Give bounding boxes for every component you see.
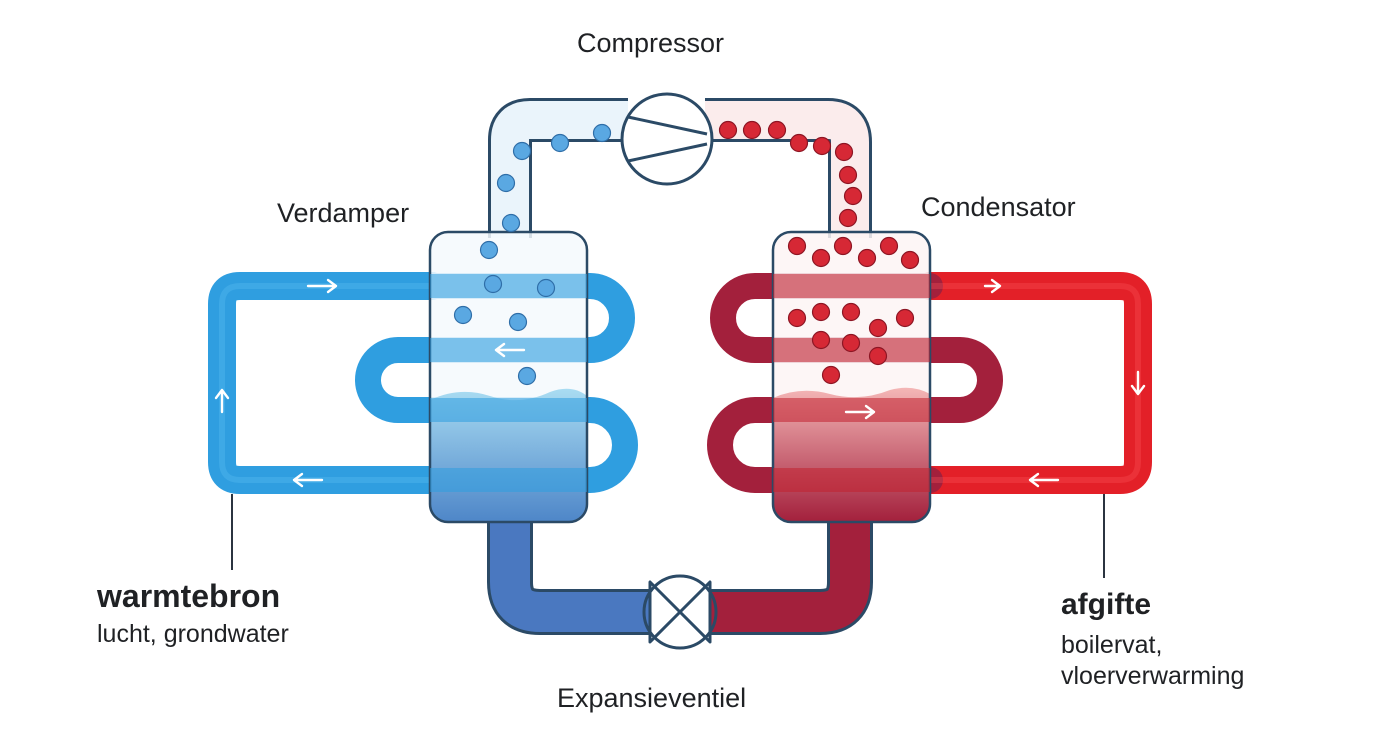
refrigerant-bubble: [811, 248, 831, 268]
refrigerant-bubble: [453, 305, 473, 325]
refrigerant-bubble: [812, 136, 832, 156]
refrigerant-bubble: [841, 333, 861, 353]
refrigerant-bubble: [843, 186, 863, 206]
refrigerant-bubble: [868, 318, 888, 338]
refrigerant-bubble: [879, 236, 899, 256]
expansion-valve-label: Expansieventiel: [557, 683, 747, 713]
cold-refrigerant-bubbles: [453, 123, 612, 386]
condenser-label: Condensator: [921, 192, 1076, 222]
refrigerant-bubble: [517, 366, 537, 386]
heat-output-subtitle: boilervat, vloerverwarming: [1061, 630, 1361, 692]
refrigerant-bubble: [838, 165, 858, 185]
heat-source-subtitle: lucht, grondwater: [97, 620, 289, 648]
refrigerant-bubble: [496, 173, 516, 193]
refrigerant-bubble: [479, 240, 499, 260]
refrigerant-bubble: [787, 308, 807, 328]
heat-output-subtitle-line2: vloerverwarming: [1061, 662, 1245, 690]
source-loop: [208, 272, 638, 494]
compressor-symbol-icon: [620, 92, 714, 186]
refrigerant-bubble: [550, 133, 570, 153]
refrigerant-bubble: [767, 120, 787, 140]
refrigerant-bubble: [718, 120, 738, 140]
refrigerant-bubble: [895, 308, 915, 328]
refrigerant-bubble: [501, 213, 521, 233]
refrigerant-bubble: [821, 365, 841, 385]
refrigerant-bubble: [483, 274, 503, 294]
compressor-label: Compressor: [577, 28, 725, 58]
expansion-valve-icon: [642, 574, 718, 650]
refrigerant-bubble: [536, 278, 556, 298]
refrigerant-bubble: [834, 142, 854, 162]
evaporator-label: Verdamper: [277, 198, 410, 228]
refrigerant-bubble: [833, 236, 853, 256]
refrigerant-bubble: [742, 120, 762, 140]
refrigerant-bubble: [811, 302, 831, 322]
hot-refrigerant-bubbles: [718, 120, 920, 385]
refrigerant-bubble: [841, 302, 861, 322]
refrigerant-bubble: [787, 236, 807, 256]
refrigerant-bubble: [512, 141, 532, 161]
heat-output-title: afgifte: [1061, 588, 1151, 621]
refrigerant-bottom-pipe: [487, 520, 873, 635]
refrigerant-bubble: [789, 133, 809, 153]
refrigerant-bubble: [838, 208, 858, 228]
flow-arrow-icon: [214, 278, 1146, 488]
refrigerant-bubble: [592, 123, 612, 143]
refrigerant-bubble: [811, 330, 831, 350]
refrigerant-top-pipe: [488, 98, 872, 238]
heat-output-subtitle-line1: boilervat,: [1061, 631, 1163, 659]
heat-source-title: warmtebron: [97, 578, 281, 614]
refrigerant-bubble: [900, 250, 920, 270]
refrigerant-bubble: [857, 248, 877, 268]
refrigerant-bubble: [508, 312, 528, 332]
refrigerant-bubble: [868, 346, 888, 366]
